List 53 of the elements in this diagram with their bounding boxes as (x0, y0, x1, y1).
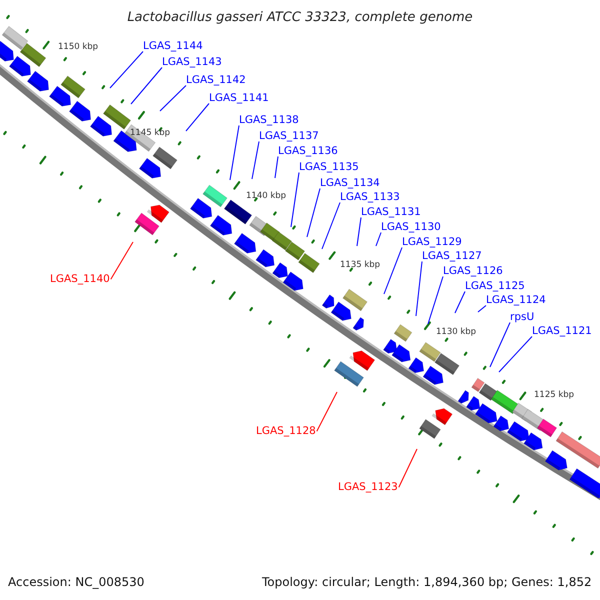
gene-label: LGAS_1131 (361, 207, 421, 218)
scale-label: 1140 kbp (246, 192, 286, 200)
scale-label: 1150 kbp (58, 43, 98, 52)
leader-line (306, 188, 320, 238)
gene-label: LGAS_1136 (278, 146, 338, 156)
gene-label: LGAS_1128 (256, 426, 316, 436)
gene-label: rpsU (510, 312, 534, 322)
genome-summary-text: Topology: circular; Length: 1,894,360 bp; Genes: 1,852 (262, 576, 592, 588)
gene-label: LGAS_1129 (402, 237, 462, 248)
gene-label: LGAS_1143 (162, 57, 222, 68)
leader-line (252, 141, 260, 180)
leader-line (498, 336, 532, 372)
leader-line (454, 291, 466, 314)
scale-label: 1135 kbp (340, 261, 380, 270)
gene-label: LGAS_1127 (422, 251, 482, 262)
gene-label: LGAS_1133 (340, 192, 400, 202)
leader-line (416, 261, 422, 316)
leader-line (316, 392, 338, 432)
gene-label: LGAS_1126 (443, 266, 503, 276)
leader-line (186, 103, 210, 132)
gene-label: LGAS_1125 (465, 281, 525, 292)
gene-label: LGAS_1137 (259, 131, 319, 142)
leader-line (290, 172, 300, 228)
scale-label: 1125 kbp (534, 391, 574, 400)
accession-text: Accession: NC_008530 (8, 576, 144, 588)
gene-label: LGAS_1141 (209, 93, 269, 104)
gene-label: LGAS_1123 (338, 482, 398, 492)
gene-label: LGAS_1142 (186, 75, 246, 86)
leader-line (274, 156, 278, 178)
leader-line (322, 202, 340, 250)
leader-line (478, 305, 486, 312)
leader-line (110, 51, 144, 88)
gene-label: LGAS_1134 (320, 178, 380, 188)
gene-label: LGAS_1144 (143, 41, 203, 52)
leader-line (428, 276, 444, 324)
gene-label: LGAS_1138 (239, 115, 299, 126)
gene-label: LGAS_1124 (486, 295, 546, 306)
gene-label: LGAS_1130 (381, 222, 441, 232)
leader-line (160, 85, 186, 112)
gene-label: LGAS_1140 (50, 274, 110, 284)
scale-label: 1130 kbp (436, 328, 476, 336)
leader-line (356, 217, 362, 246)
gene-label: LGAS_1135 (299, 162, 359, 172)
leader-line (376, 232, 382, 246)
scale-label: 1145 kbp (130, 129, 170, 138)
leader-line (130, 67, 162, 104)
leader-line (110, 242, 134, 280)
leader-line (230, 125, 240, 180)
gene-label: LGAS_1121 (532, 326, 592, 336)
diagram-title: Lactobacillus gasseri ATCC 33323, complete genome (126, 11, 474, 24)
leader-line (398, 448, 418, 488)
leader-line (490, 322, 510, 368)
leader-line (384, 247, 402, 294)
